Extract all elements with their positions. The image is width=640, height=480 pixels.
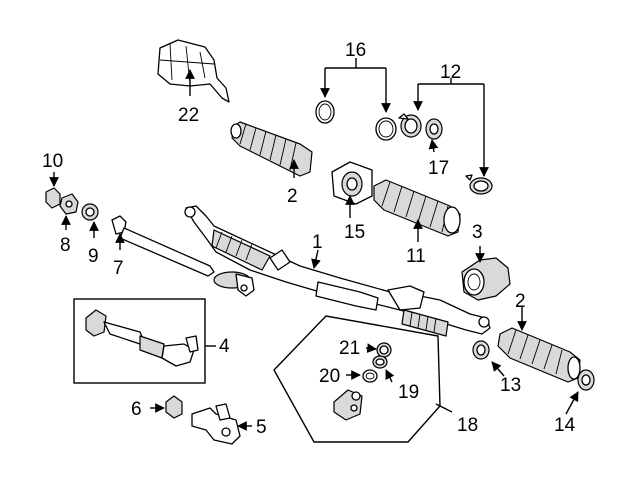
callout-18: 18	[457, 415, 478, 436]
callout-9: 9	[88, 246, 99, 267]
callout-21: 21	[339, 338, 360, 359]
callout-13: 13	[500, 375, 521, 396]
callout-3: 3	[472, 222, 483, 243]
nut-part	[45, 187, 61, 209]
callout-10: 10	[42, 151, 63, 172]
callout-17: 17	[428, 158, 449, 179]
callout-20: 20	[319, 366, 340, 387]
callout-15: 15	[344, 222, 365, 243]
inner-tie-rod-part	[111, 215, 255, 297]
callout-4: 4	[219, 336, 230, 357]
outer-tie-rod-end-part	[191, 403, 241, 445]
callout-12: 12	[440, 62, 461, 83]
callout-1: 1	[312, 232, 323, 253]
callout-16: 16	[345, 40, 366, 61]
clamp-part	[472, 340, 490, 360]
clamp-part	[465, 174, 493, 195]
clamp-part	[577, 369, 595, 391]
mounting-bushing-part	[331, 161, 373, 205]
steering-rack-housing-part	[184, 205, 491, 337]
callout-12-bracket	[413, 78, 489, 177]
callout-2: 2	[287, 186, 298, 207]
seal-ring-part	[425, 118, 443, 140]
bellows-boot-part	[230, 121, 313, 177]
callout-8: 8	[60, 235, 71, 256]
heat-shield-part	[157, 39, 230, 103]
callout-16-bracket	[320, 58, 391, 113]
repair-kit-outline	[273, 315, 441, 443]
nut-part	[165, 395, 183, 419]
bellows-boot-part	[373, 179, 461, 237]
callout-14: 14	[554, 415, 576, 436]
o-ring-part	[362, 369, 378, 383]
callout-22: 22	[178, 105, 199, 126]
clamp-part	[398, 113, 422, 138]
leader-lines	[49, 69, 579, 431]
nut-part	[59, 193, 79, 215]
bellows-boot-part	[497, 327, 581, 383]
tie-rod-assembly-part	[85, 309, 199, 367]
o-ring-part	[315, 100, 335, 124]
o-ring-part	[376, 342, 392, 358]
callout-5: 5	[256, 417, 267, 438]
callout-7: 7	[113, 258, 124, 279]
o-ring-part	[375, 117, 397, 141]
callout-19: 19	[398, 382, 419, 403]
o-ring-part	[372, 355, 388, 369]
valve-body-part	[333, 389, 363, 421]
callout-11: 11	[406, 246, 426, 267]
dust-cover-part	[461, 257, 511, 301]
tie-rod-assembly-box	[73, 298, 206, 384]
washer-part	[81, 203, 99, 221]
callout-2: 2	[515, 291, 526, 312]
callout-6: 6	[131, 399, 142, 420]
